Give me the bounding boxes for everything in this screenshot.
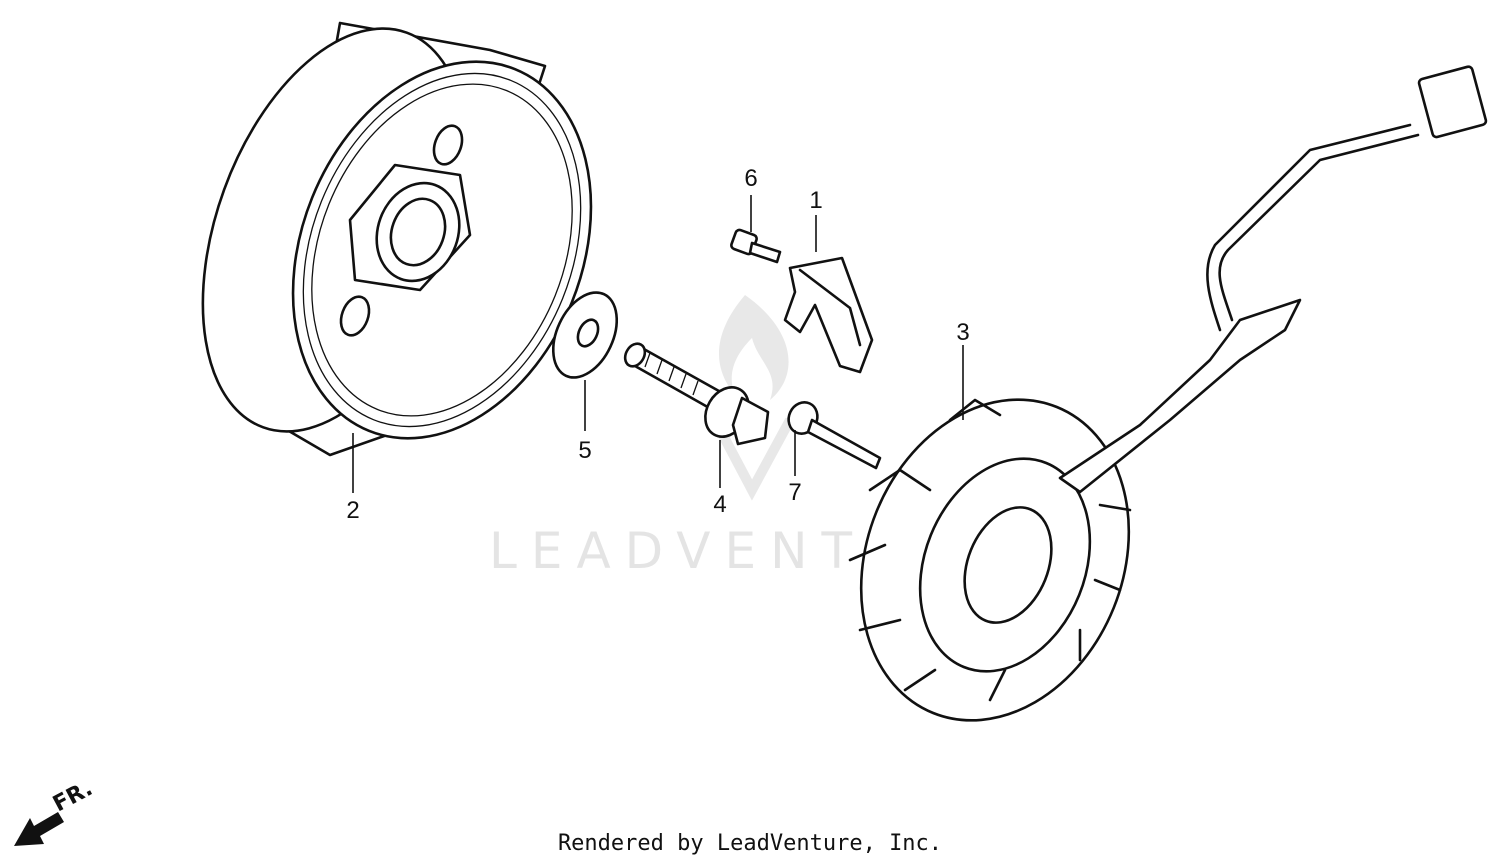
callout-1: 1 <box>809 187 822 214</box>
clamp-part <box>783 256 874 374</box>
watermark-v-icon <box>710 417 795 501</box>
watermark-flame-icon <box>718 295 789 400</box>
callout-3: 3 <box>956 319 969 346</box>
front-arrow-icon <box>14 812 64 846</box>
callout-6: 6 <box>744 165 757 192</box>
front-direction-indicator: FR. <box>14 776 97 846</box>
callout-7: 7 <box>788 479 801 506</box>
footer-credit: Rendered by LeadVenture, Inc. <box>558 831 942 856</box>
flange-bolt-part <box>623 342 770 446</box>
stator-part <box>848 65 1488 722</box>
flywheel-part <box>201 21 593 457</box>
callout-4: 4 <box>713 491 726 518</box>
bolt-part <box>787 401 882 470</box>
callout-5: 5 <box>578 437 591 464</box>
direction-label: FR. <box>49 776 97 817</box>
callout-2: 2 <box>346 497 359 524</box>
small-screw-part <box>730 228 782 264</box>
washer-part <box>551 291 619 379</box>
